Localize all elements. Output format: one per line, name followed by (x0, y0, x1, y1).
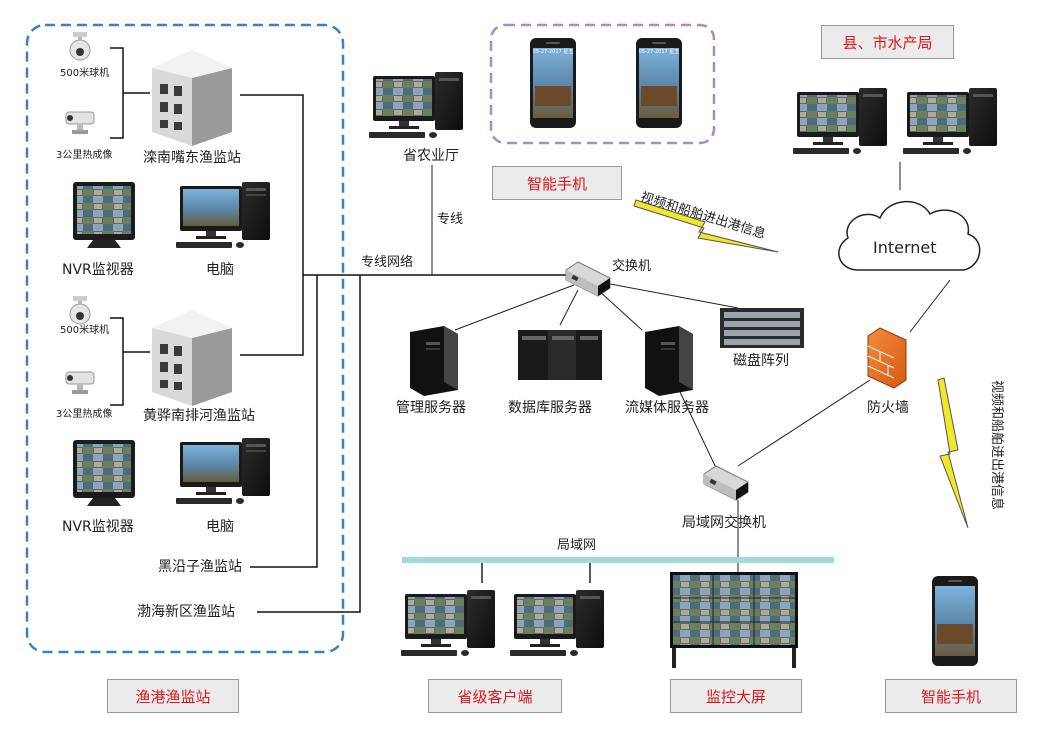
nvr-monitor-1-label: NVR监视器 (62, 262, 134, 278)
nvr-monitor-1-icon (73, 182, 135, 248)
computer-1-icon (176, 182, 270, 248)
station-1-building-icon (152, 50, 232, 146)
ptz-camera-1-icon (69, 31, 91, 61)
provincial-client-1-icon (401, 590, 495, 656)
lan-switch-icon (703, 465, 749, 501)
thermal-camera-1-label: 3公里热成像 (56, 150, 113, 161)
smartphone-bottom-icon (932, 576, 978, 666)
phone-2-screen-text: 05-27-2017 星五 (639, 49, 680, 55)
smartphone-group-box (489, 23, 716, 145)
media-server-label: 流媒体服务器 (625, 400, 709, 416)
switch-label: 交换机 (612, 259, 652, 274)
ptz-camera-2-label: 500米球机 (60, 325, 110, 336)
smartphone-top-tag: 智能手机 (492, 166, 622, 200)
disk-array-icon (720, 308, 804, 348)
provincial-client-tag: 省级客户端 (428, 679, 562, 713)
wireless-right-label: 视频和船舶进出港信息 (989, 380, 1004, 511)
station-1-label: 滦南嘴东渔监站 (143, 150, 241, 166)
ptz-camera-2-icon (69, 295, 91, 325)
firewall-icon (867, 327, 907, 389)
media-server-icon (645, 326, 693, 396)
firewall-label: 防火墙 (867, 400, 909, 416)
internet-cloud-icon (838, 200, 981, 271)
provincial-dept-label: 省农业厅 (403, 148, 459, 164)
computer-2-label: 电脑 (206, 519, 234, 535)
disk-array-label: 磁盘阵列 (733, 353, 789, 369)
station-4-label: 渤海新区渔监站 (137, 604, 235, 620)
provincial-client-2-icon (510, 590, 604, 656)
thermal-camera-2-label: 3公里热成像 (56, 409, 113, 420)
station-3-label: 黑沿子渔监站 (158, 559, 242, 575)
core-links (431, 162, 951, 572)
database-server-label: 数据库服务器 (508, 400, 592, 416)
nvr-monitor-2-icon (73, 440, 135, 506)
nvr-monitor-2-label: NVR监视器 (62, 519, 134, 535)
station-2-building-icon (152, 310, 232, 406)
lan-bar (402, 557, 834, 563)
county-computer-1-icon (793, 88, 887, 154)
provincial-dept-computer-icon (369, 72, 463, 138)
county-computer-2-icon (903, 88, 997, 154)
wireless-signal-right-icon (937, 377, 969, 529)
wireless-signal-top-icon (633, 199, 779, 253)
internet-label: Internet (873, 238, 937, 257)
dedicated-line-label: 专线 (437, 212, 464, 227)
lan-drops (481, 563, 591, 583)
station-links (110, 47, 580, 613)
database-server-icon (518, 330, 602, 380)
thermal-camera-2-icon (65, 371, 95, 395)
computer-2-icon (176, 438, 270, 504)
computer-1-label: 电脑 (206, 262, 234, 278)
management-server-label: 管理服务器 (396, 400, 466, 416)
lan-label: 局域网 (557, 538, 597, 553)
ptz-camera-1-label: 500米球机 (60, 68, 110, 79)
core-switch-icon (565, 261, 611, 297)
monitor-wall-icon (670, 572, 798, 668)
dedicated-network-label: 专线网络 (361, 255, 414, 270)
thermal-camera-1-icon (65, 111, 95, 135)
county-bureau-tag: 县、市水产局 (821, 25, 954, 59)
station-2-label: 黄骅南排河渔监站 (143, 408, 255, 424)
management-server-icon (410, 326, 458, 396)
fishing-port-tag: 渔港渔监站 (107, 679, 239, 713)
smartphone-bottom-tag: 智能手机 (885, 679, 1017, 713)
monitor-wall-tag: 监控大屏 (670, 679, 802, 713)
phone-1-screen-text: 05-27-2017 星五 (533, 49, 574, 55)
lan-switch-label: 局域网交换机 (682, 515, 766, 531)
